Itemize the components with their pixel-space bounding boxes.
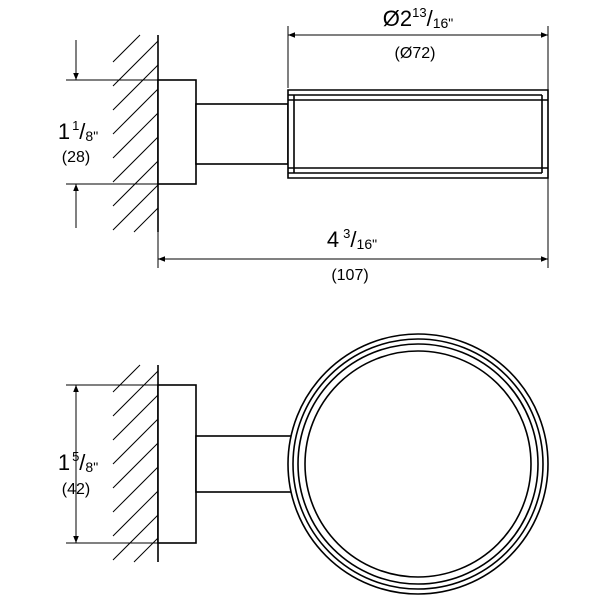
rosette-top <box>157 79 197 185</box>
holder-ring-side <box>287 89 549 179</box>
extension-lines-top <box>66 26 549 268</box>
top-view <box>66 26 549 268</box>
holder-ring-inner <box>304 350 532 578</box>
diameter-label: Ø213/16" <box>383 5 454 31</box>
holder-ring-outer <box>287 333 549 595</box>
rosette-bottom <box>157 384 197 544</box>
diameter-metric-label: (Ø72) <box>395 45 436 62</box>
height-metric-label-top: (28) <box>62 149 90 166</box>
wall-hatching-top <box>112 34 159 233</box>
holder-ring-3 <box>297 343 539 585</box>
arm-bottom <box>195 435 297 493</box>
bottom-view <box>66 333 549 595</box>
arm-top <box>195 103 289 165</box>
wall-hatching-bottom <box>112 364 159 563</box>
length-metric-label: (107) <box>331 267 368 284</box>
holder-ring-2 <box>292 338 544 590</box>
extension-lines-bottom <box>66 384 196 544</box>
height-metric-label-bottom: (42) <box>62 481 90 498</box>
